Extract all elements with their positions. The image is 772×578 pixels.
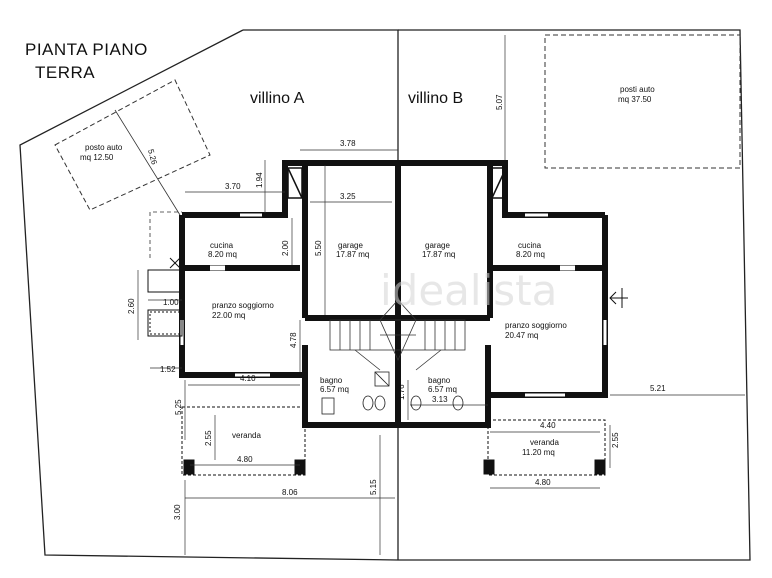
dim-3-78: 3.78 xyxy=(340,139,356,148)
room-cucina-b-area: 8.20 mq xyxy=(516,250,545,259)
parking-right-label: posti auto xyxy=(620,85,655,94)
veranda-right xyxy=(483,419,606,476)
veranda-left xyxy=(181,406,306,476)
dim-1-94: 1.94 xyxy=(255,172,264,188)
staircase xyxy=(329,299,466,371)
parking-left-label: posto auto xyxy=(85,143,123,152)
entrance-left xyxy=(147,257,183,337)
bath-fixtures xyxy=(321,371,464,415)
room-soggiorno-a-name: pranzo soggiorno xyxy=(212,301,274,310)
parking-left-area: mq 12.50 xyxy=(80,153,114,162)
villa-a-label: villino A xyxy=(250,90,305,107)
dimension-lines xyxy=(137,35,745,555)
dim-1-52: 1.52 xyxy=(160,365,176,374)
parking-left xyxy=(54,79,211,216)
dim-3-25: 3.25 xyxy=(340,192,356,201)
dim-2-55-left: 2.55 xyxy=(204,430,213,446)
dashed-outline xyxy=(149,211,182,258)
room-bagno-a-area: 6.57 mq xyxy=(320,385,349,394)
watermark: idealista xyxy=(380,266,557,315)
room-bagno-a-name: bagno xyxy=(320,376,343,385)
plan-title-line2: TERRA xyxy=(35,63,95,82)
dim-3-00: 3.00 xyxy=(173,504,182,520)
parking-right-area: mq 37.50 xyxy=(618,95,652,104)
plan-title-line1: PIANTA PIANO xyxy=(25,40,148,59)
parking-left-dim: 5.26 xyxy=(146,148,159,166)
dim-3-70: 3.70 xyxy=(225,182,241,191)
room-soggiorno-b-name: pranzo soggiorno xyxy=(505,321,567,330)
room-soggiorno-a-area: 22.00 mq xyxy=(212,311,245,320)
room-cucina-a-area: 8.20 mq xyxy=(208,250,237,259)
parking-right xyxy=(544,34,741,169)
dim-5-21: 5.21 xyxy=(650,384,666,393)
dim-4-78: 4.78 xyxy=(289,332,298,348)
dim-2-00: 2.00 xyxy=(281,240,290,256)
dim-2-55-right: 2.55 xyxy=(611,432,620,448)
dim-4-80-right: 4.80 xyxy=(535,478,551,487)
dim-4-10: 4.10 xyxy=(240,374,256,383)
room-garage-b-area: 17.87 mq xyxy=(422,250,455,259)
dim-1-00: 1.00 xyxy=(163,298,179,307)
room-soggiorno-b-area: 20.47 mq xyxy=(505,331,538,340)
room-cucina-b-name: cucina xyxy=(518,241,542,250)
dim-1-76: 1.76 xyxy=(397,384,406,400)
villa-b-label: villino B xyxy=(408,90,463,107)
dim-3-13: 3.13 xyxy=(432,395,448,404)
dim-4-80-left: 4.80 xyxy=(237,455,253,464)
chimneys xyxy=(287,167,507,199)
room-bagno-b-name: bagno xyxy=(428,376,451,385)
dim-2-60: 2.60 xyxy=(127,298,136,314)
room-garage-b-name: garage xyxy=(425,241,450,250)
dim-5-50: 5.50 xyxy=(314,240,323,256)
room-garage-a-area: 17.87 mq xyxy=(336,250,369,259)
dim-5-07: 5.07 xyxy=(495,94,504,110)
room-veranda-b-name: veranda xyxy=(530,438,559,447)
room-veranda-b-area: 11.20 mq xyxy=(522,448,555,457)
dim-4-40: 4.40 xyxy=(540,421,556,430)
room-garage-a-name: garage xyxy=(338,241,363,250)
dim-5-15: 5.15 xyxy=(369,479,378,495)
dim-8-06: 8.06 xyxy=(282,488,298,497)
entrance-arrow-right xyxy=(609,288,628,308)
room-bagno-b-area: 6.57 mq xyxy=(428,385,457,394)
room-veranda-a-name: veranda xyxy=(232,431,261,440)
dim-5-25: 5.25 xyxy=(174,399,183,415)
room-cucina-a-name: cucina xyxy=(210,241,234,250)
